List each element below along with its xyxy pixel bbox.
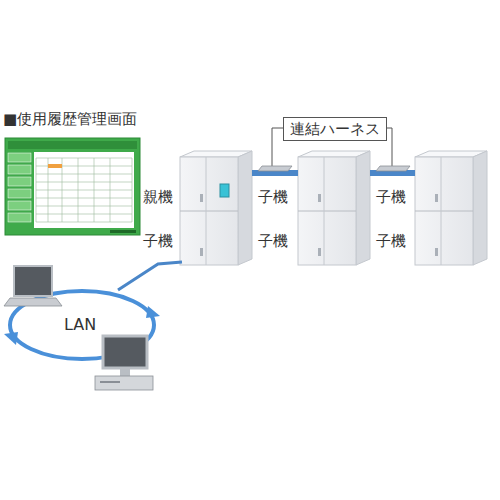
harness-cables [252, 166, 415, 176]
network-label: LAN [64, 315, 96, 334]
callout-text: 連結ハーネス [290, 120, 380, 138]
locker-cabinet [415, 151, 487, 265]
unit-label: 子機 [258, 188, 288, 206]
callout-box: 連結ハーネス [283, 117, 387, 141]
unit-label: 親機 [143, 188, 173, 206]
locker-cabinets [180, 151, 487, 265]
screen-illustration [5, 138, 140, 235]
desktop-icon [95, 336, 153, 390]
unit-label: 子機 [258, 232, 288, 250]
locker-cabinet [180, 151, 252, 265]
locker-cabinet [298, 151, 370, 265]
screen-heading: ■使用履歴管理画面 [3, 110, 137, 128]
laptop-icon [4, 266, 62, 306]
unit-label: 子機 [376, 188, 406, 206]
unit-label: 子機 [376, 232, 406, 250]
unit-label: 子機 [143, 232, 173, 250]
